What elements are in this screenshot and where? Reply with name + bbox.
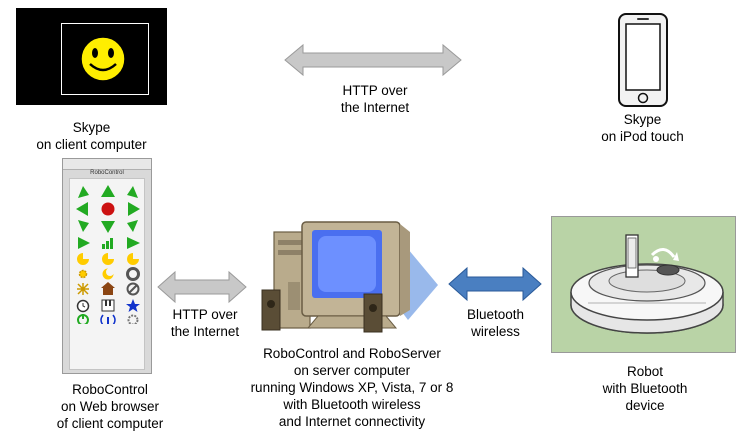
double-arrow-icon (448, 266, 542, 302)
row-4 (78, 237, 140, 249)
piano-icon[interactable] (101, 299, 115, 312)
row-9 (77, 314, 139, 325)
http-top-caption: HTTP over the Internet (300, 82, 450, 116)
tire-icon[interactable] (126, 267, 140, 281)
bluetooth-caption: Bluetooth wireless (448, 306, 543, 340)
fast-play-button[interactable] (127, 237, 140, 249)
smiley-face-icon (80, 36, 126, 82)
caption-line: Skype (623, 112, 662, 127)
back-button[interactable] (101, 221, 115, 233)
caption-line: HTTP over (342, 83, 408, 98)
caption-line: RoboControl and RoboServer (263, 346, 441, 361)
caption-line: of client computer (56, 416, 164, 431)
forward-left-button[interactable] (78, 186, 89, 198)
robocontrol-button-grid (76, 185, 140, 325)
window-title-bar (63, 159, 151, 170)
row-3 (78, 220, 138, 233)
caption-line: on server computer (293, 363, 411, 378)
skype-client-screen (16, 8, 167, 105)
ipod-touch-icon (618, 13, 668, 107)
star-icon[interactable] (126, 299, 140, 312)
caption-line: the Internet (170, 324, 240, 339)
skype-client-caption: Skype on client computer (16, 119, 167, 153)
window-title: RoboControl (90, 170, 124, 176)
robot-caption: Robot with Bluetooth device (570, 363, 720, 414)
pacman-right-button[interactable] (127, 253, 139, 265)
caption-line: device (625, 398, 665, 413)
server-caption: RoboControl and RoboServer on server com… (232, 345, 472, 430)
pacman-mid-button[interactable] (102, 253, 114, 265)
double-arrow-icon (284, 43, 462, 77)
no-entry-icon[interactable] (126, 282, 140, 296)
robot-picture (551, 216, 736, 353)
stop-button[interactable] (101, 202, 115, 216)
roomba-robot-icon (570, 234, 724, 334)
robocontrol-caption: RoboControl on Web browser of client com… (35, 381, 185, 432)
row-7 (77, 282, 140, 296)
back-left-button[interactable] (78, 220, 89, 232)
speed-bars-button[interactable] (102, 244, 105, 249)
wireless-icon[interactable] (100, 314, 116, 324)
http-mid-caption: HTTP over the Internet (155, 306, 255, 340)
caption-line: with Bluetooth (602, 381, 688, 396)
double-arrow-icon (157, 270, 247, 304)
left-button[interactable] (76, 202, 88, 216)
robocontrol-window: RoboControl (62, 158, 152, 374)
desktop-computer-icon (261, 221, 438, 333)
sun-icon[interactable] (78, 269, 88, 279)
forward-right-button[interactable] (127, 186, 138, 198)
skype-ipod-caption: Skype on iPod touch (570, 111, 715, 145)
caption-line: with Bluetooth wireless (283, 397, 421, 412)
sparkle-icon[interactable] (77, 283, 89, 295)
row-2 (76, 202, 140, 216)
caption-line: running Windows XP, Vista, 7 or 8 (250, 380, 454, 395)
caption-line: on iPod touch (601, 129, 684, 144)
forward-button[interactable] (101, 185, 115, 197)
caption-line: HTTP over (172, 307, 238, 322)
caption-line: on Web browser (60, 399, 160, 414)
row-5 (77, 253, 139, 265)
caption-line: Skype (72, 120, 111, 135)
back-right-button[interactable] (127, 220, 138, 232)
row-6 (78, 267, 140, 281)
home-icon[interactable] (101, 282, 115, 295)
caption-line: Robot (626, 364, 664, 379)
settings-gear-icon[interactable] (127, 314, 139, 325)
caption-line: RoboControl (72, 382, 148, 397)
row-8 (76, 299, 140, 313)
skype-video-frame (61, 23, 149, 95)
caption-line: and Internet connectivity (278, 414, 426, 429)
play-button[interactable] (78, 237, 90, 249)
caption-line: on client computer (36, 137, 147, 152)
row-1 (78, 185, 138, 198)
caption-line: Bluetooth (466, 307, 525, 322)
caption-line: wireless (471, 324, 520, 339)
pacman-left-button[interactable] (77, 253, 89, 265)
right-button[interactable] (128, 202, 140, 216)
caption-line: the Internet (340, 100, 410, 115)
